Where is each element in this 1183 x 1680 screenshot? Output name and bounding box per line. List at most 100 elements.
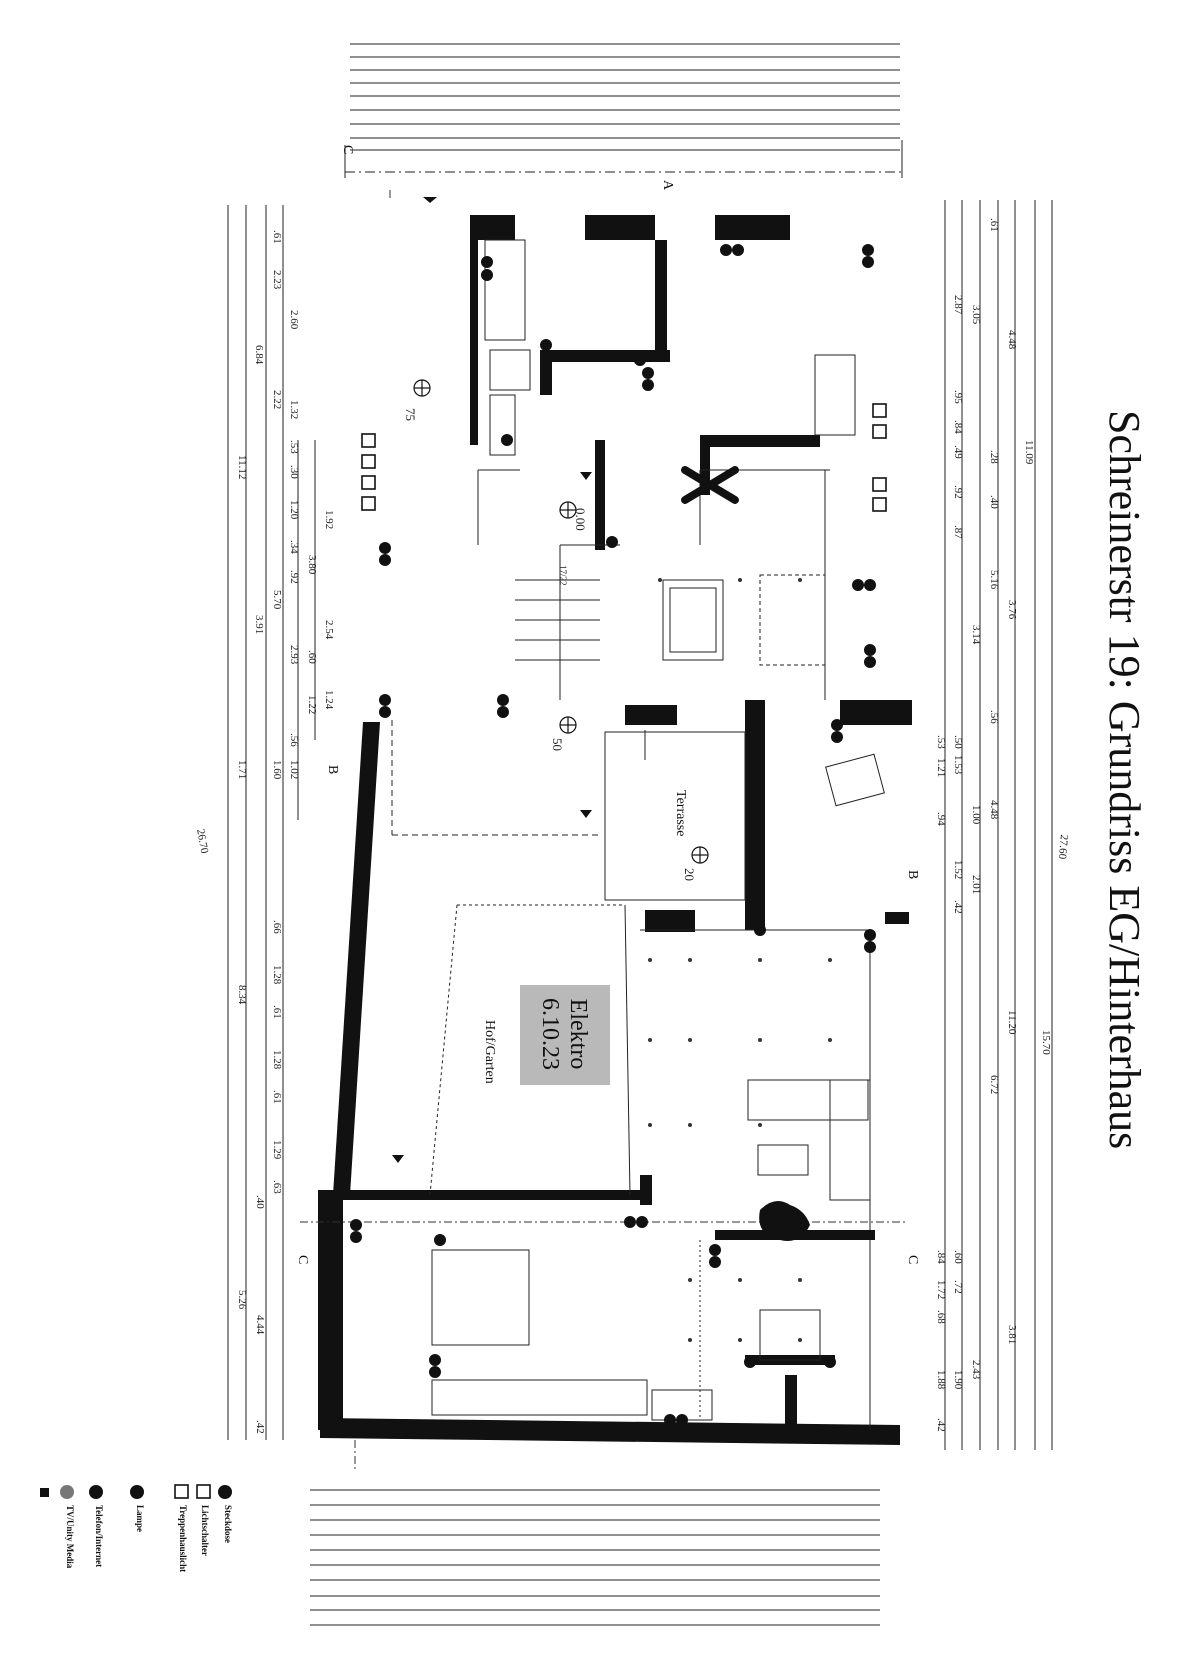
dim-left-seg-1: .61 (271, 230, 283, 244)
dim-right-seg-1: .61 (988, 218, 1000, 232)
dim-left-seg-4: .34 (288, 540, 300, 554)
dim-right-inner-7: 1.00 (970, 805, 982, 825)
dim-left-seg-20: .40 (254, 1195, 266, 1209)
dim-left-seg-16: 1.28 (271, 1050, 283, 1070)
dim-right-mid-1: 4.48 (1006, 330, 1018, 350)
dim-right-seg-9: .56 (988, 710, 1000, 724)
dim-left-mid-1: 6.84 (253, 345, 265, 365)
dim-left-inner-3: 2.22 (271, 390, 283, 410)
dim-right-seg-18: 2.43 (970, 1360, 982, 1380)
dim-left-seg-18: 1.29 (271, 1140, 283, 1160)
dim-right-mid-5: 6.72 (988, 1075, 1000, 1095)
dim-right-seg-7: .28 (988, 450, 1000, 464)
dim-left-outer-4: 5.26 (236, 1290, 248, 1310)
dim-right-inner-5: 1.53 (952, 755, 964, 775)
dim-left-seg-2: .53 (288, 440, 300, 454)
dim-right-inner-1: 3.05 (970, 305, 982, 325)
dim-right-seg-2: .95 (952, 390, 964, 404)
drawing-title: Schreinerstr 19: Grundriss EG/Hinterhaus (1100, 410, 1149, 1150)
dim-left-inner-7: 2.93 (288, 645, 300, 665)
stamp-line-2: 6.10.23 (537, 998, 563, 1070)
dim-right-inner-2: 2.87 (952, 295, 964, 315)
dim-right-inner-6: 1.21 (935, 758, 947, 778)
stamp-line-1: Elektro (565, 998, 591, 1070)
dim-left-seg-10: 1.24 (323, 690, 335, 710)
dim-left-inner-2: 2.60 (288, 310, 300, 330)
dim-left-seg-21: 4.44 (254, 1315, 266, 1335)
room-label-garden: Hof/Garten (482, 1020, 497, 1084)
triangle-markers (392, 197, 592, 1163)
level-marks (413, 379, 709, 864)
left-dimension-lines (227, 205, 316, 1440)
dim-right-seg-4: .49 (952, 445, 964, 459)
legend-item-telephone: Telefon/Internet (94, 1505, 104, 1568)
dim-left-inner-1: 2.23 (271, 270, 283, 290)
dim-right-seg-12: .42 (952, 900, 964, 914)
dim-left-seg-9: .60 (306, 650, 318, 664)
dim-right-inner-10: .94 (935, 812, 947, 826)
section-marker-b-left: B (325, 765, 340, 775)
dim-left-seg-8: 2.54 (323, 620, 335, 640)
dim-left-seg-12: .56 (288, 733, 300, 747)
level-50: 50 (550, 738, 565, 751)
dim-left-seg-7: 1.92 (323, 510, 335, 530)
dim-right-inner-4: 3.14 (970, 625, 982, 645)
right-dimension-lines (944, 200, 1053, 1450)
dim-right-seg-11: .50 (952, 735, 964, 749)
dim-left-inner-8: 1.60 (271, 760, 283, 780)
legend-item-lamp: Lampe (135, 1505, 145, 1532)
section-marker-c-right: C (905, 1255, 920, 1265)
dim-right-mid-4: 11.20 (1006, 1010, 1018, 1035)
dim-right-seg-10: .53 (935, 735, 947, 749)
dim-right-outer-1: 11.09 (1023, 440, 1035, 465)
dim-right-seg-17: .68 (935, 1310, 947, 1324)
dim-left-seg-17: .61 (271, 1090, 283, 1104)
dim-right-mid-3: 4.48 (988, 800, 1000, 820)
legend-item-tv: TV/Unity Media (65, 1505, 75, 1569)
dim-left-seg-22: .42 (254, 1420, 266, 1434)
bottom-dimension-strip (310, 1489, 880, 1626)
electrical-stamp (520, 985, 610, 1085)
section-lines (300, 190, 905, 1470)
dim-right-inner-9: 1.52 (952, 860, 964, 880)
legend-item-stair-light: Treppenhauslicht (178, 1505, 188, 1573)
dim-right-outer-4: 3.81 (1006, 1325, 1018, 1345)
dim-right-seg-20: 1.88 (935, 1370, 947, 1390)
dim-right-inner-8: 2.01 (970, 875, 982, 895)
dim-left-seg-3: .30 (288, 465, 300, 479)
dim-right-seg-3: .84 (952, 420, 964, 434)
interior-lines (391, 239, 885, 1430)
dim-left-outer-1: 11.12 (236, 455, 248, 480)
level-20: 20 (682, 868, 697, 881)
dim-right-inner-3: 5.16 (988, 570, 1000, 590)
dim-left-inner-4: 1.32 (288, 400, 300, 420)
dim-right-seg-5: .92 (952, 485, 964, 499)
blob-mark (759, 1201, 810, 1241)
outlet-symbols (350, 244, 876, 1426)
legend-symbols (40, 1484, 232, 1499)
room-label-terrace: Terrasse (673, 790, 688, 837)
dim-left-seg-5: .92 (288, 570, 300, 584)
dim-right-seg-6: .87 (952, 525, 964, 539)
legend-item-switch: Lichtschalter (200, 1505, 210, 1556)
grid-dots (648, 578, 832, 1342)
x-mark (681, 466, 739, 504)
section-marker-a: A (660, 180, 675, 191)
dim-left-inner-6: 5.70 (271, 590, 283, 610)
building-walls (318, 215, 912, 1445)
dim-left-seg-11: 1.22 (306, 695, 318, 715)
dim-left-inner-9: 1.02 (288, 760, 300, 780)
dim-left-seg-15: .61 (271, 1005, 283, 1019)
section-marker-b-right: B (905, 870, 920, 880)
legend-item-outlet: Steckdose (223, 1505, 233, 1543)
level-75: 75 (403, 408, 418, 421)
dim-right-seg-13: .60 (952, 1250, 964, 1264)
dim-left-inner-5: 1.20 (288, 500, 300, 520)
dim-left-mid-2: 3.91 (253, 615, 265, 635)
stair-note: 17/22 (558, 565, 568, 586)
dim-left-seg-13: .66 (271, 920, 283, 934)
dim-left-outer-3: 8.34 (236, 985, 248, 1005)
top-dimension-strip (344, 43, 905, 178)
dim-left-seg-19: .63 (271, 1180, 283, 1194)
